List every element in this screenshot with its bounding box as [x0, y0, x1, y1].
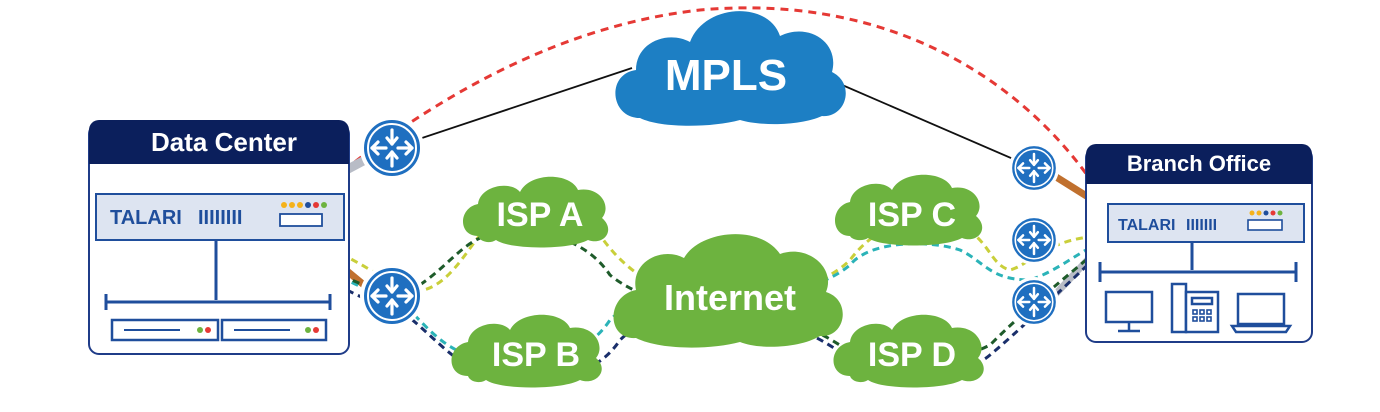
mpls-cloud: [615, 11, 846, 126]
isp-d-label: ISP D: [868, 336, 956, 374]
isp-d-cloud: [833, 314, 984, 388]
server-icon: [110, 318, 328, 342]
branch-office-title: Branch Office: [1127, 151, 1271, 176]
mpls-link-dc: [391, 67, 633, 149]
isp-b-label: ISP B: [492, 336, 580, 374]
data-center-box: Data Center TALARI IIIIIIII: [88, 120, 350, 355]
isp-b-cloud: [451, 314, 602, 388]
isp-a-label: ISP A: [497, 196, 584, 234]
data-center-title: Data Center: [151, 127, 297, 157]
isp-a-cloud: [463, 176, 609, 248]
branch-office-appliance: TALARI IIIIIII: [1107, 203, 1305, 243]
path-teal: [283, 230, 1111, 362]
data-center-appliance-ports: IIIIIIII: [198, 207, 242, 229]
router-icon: [360, 264, 424, 328]
mpls-label: MPLS: [665, 51, 787, 100]
data-center-appliance-brand: TALARI: [110, 207, 182, 229]
data-center-appliance: TALARI IIIIIIII: [95, 193, 345, 241]
isp-c-label: ISP C: [868, 196, 956, 234]
internet-label: Internet: [664, 277, 796, 318]
branch-office-appliance-brand: TALARI: [1118, 217, 1175, 234]
router-icon: [1009, 277, 1059, 327]
isp-c-cloud: [835, 174, 983, 246]
branch-office-box: Branch Office TALARI IIIIIII: [1085, 144, 1313, 343]
laptop-icon: [1229, 292, 1293, 334]
router-icon: [1009, 215, 1059, 265]
router-icon: [360, 116, 424, 180]
phone-icon: [1170, 282, 1220, 334]
branch-office-appliance-ports: IIIIIII: [1186, 217, 1217, 234]
mpls-link-branch: [825, 77, 1035, 169]
internet-cloud: [613, 234, 843, 348]
router-icon: [1009, 143, 1059, 193]
path-red-mpls: [299, 6, 1112, 211]
monitor-icon: [1104, 290, 1154, 333]
